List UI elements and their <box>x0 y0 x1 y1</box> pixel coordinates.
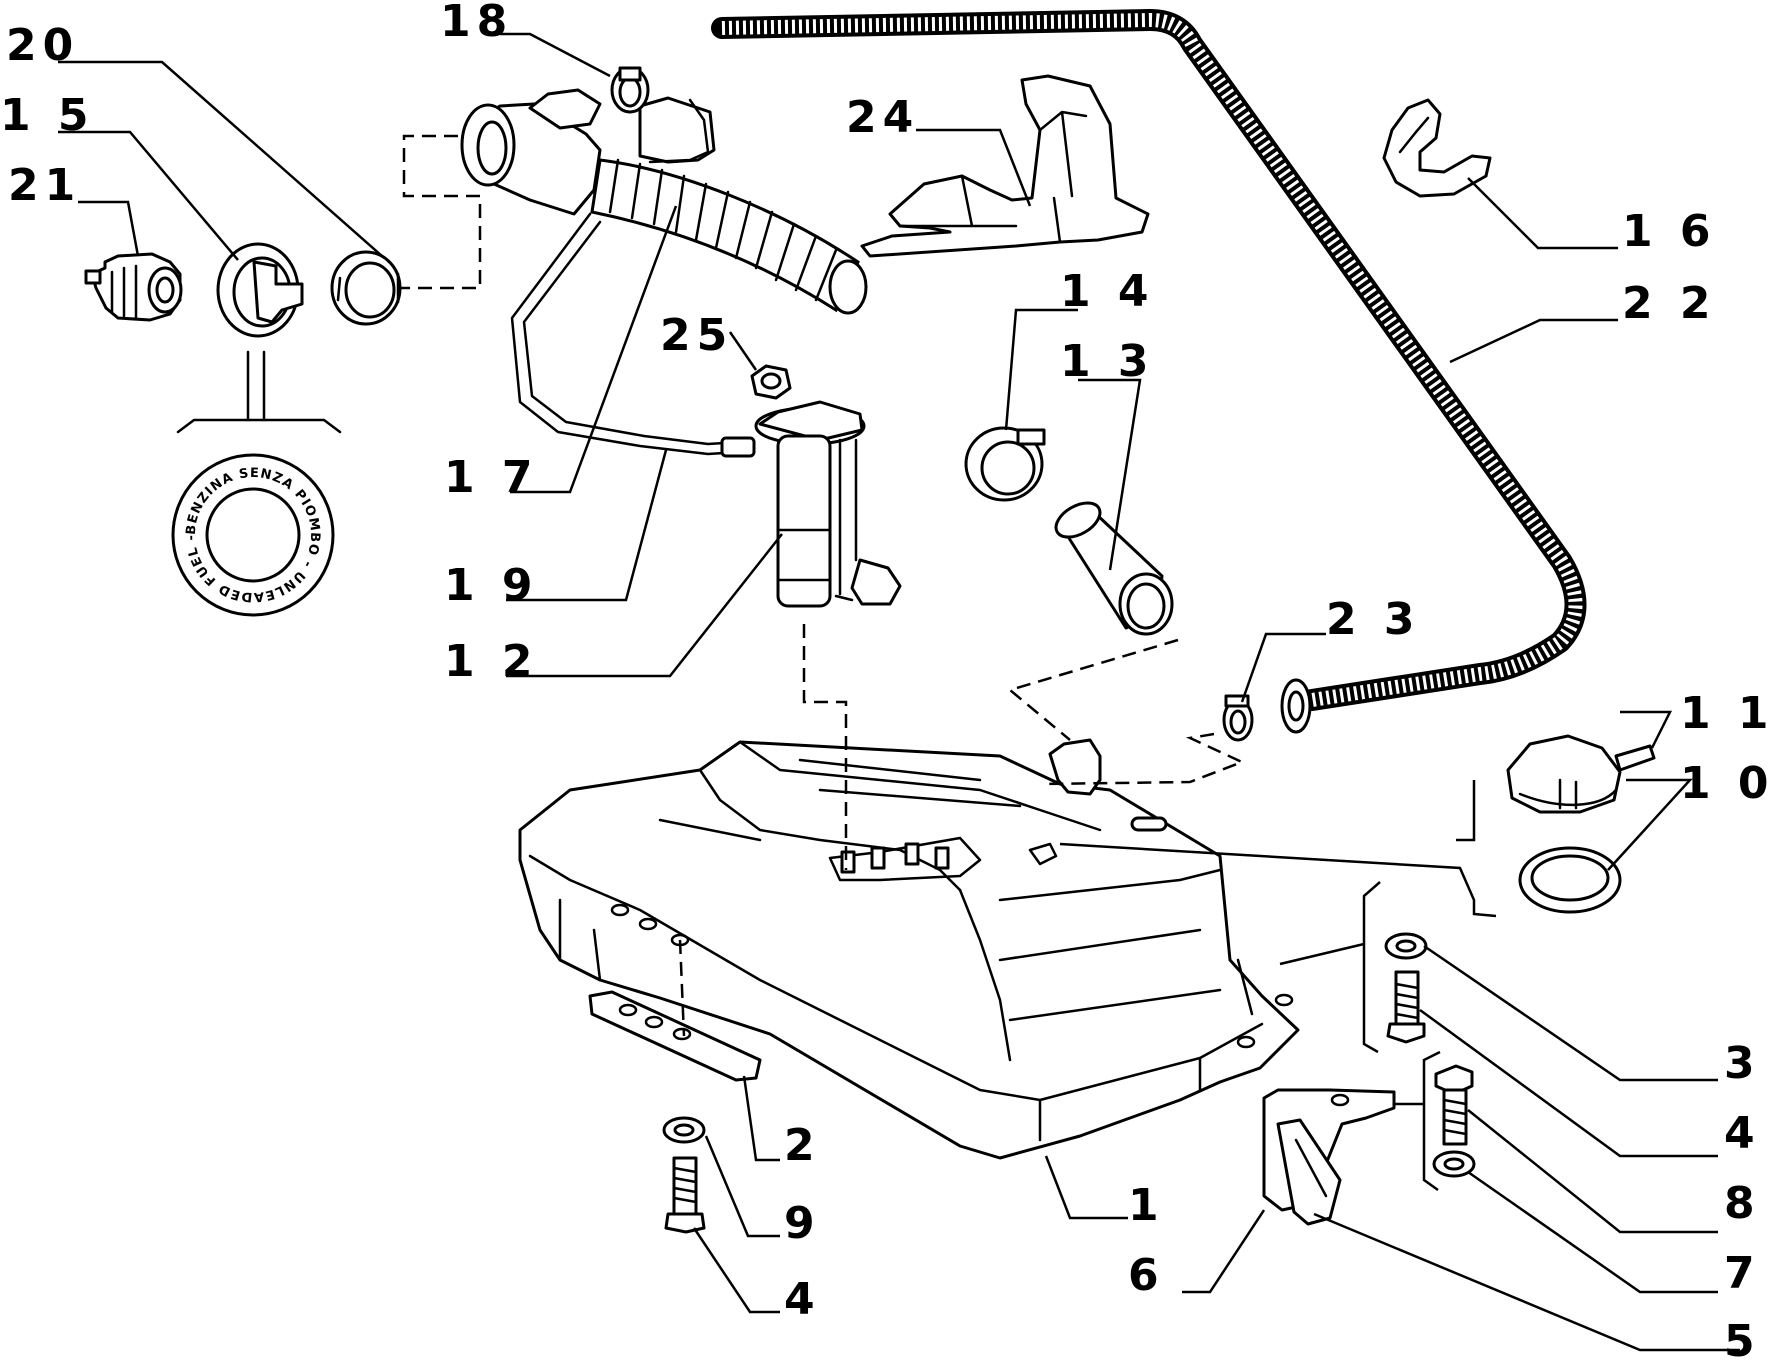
brace-lines <box>1059 780 1497 1192</box>
callout-10: 1 0 <box>1680 758 1775 809</box>
callout-20: 20 <box>6 20 79 71</box>
callout-12: 1 2 <box>444 636 539 687</box>
callout-4-right: 4 <box>1724 1108 1761 1159</box>
callout-24: 24 <box>846 92 919 143</box>
callout-9: 9 <box>784 1198 821 1249</box>
part-13-sleeve <box>1054 501 1174 636</box>
callout-4-left: 4 <box>784 1274 821 1325</box>
part-16-hose-clip <box>1382 98 1492 198</box>
callout-17: 1 7 <box>444 452 539 503</box>
callout-8: 8 <box>1724 1178 1761 1229</box>
part-9-washer-left <box>662 1116 706 1144</box>
part-14-clamp <box>964 426 1046 502</box>
part-4-bolt-right <box>1386 970 1426 1044</box>
callout-3: 3 <box>1724 1038 1761 1089</box>
callout-18: 18 <box>440 0 513 47</box>
callout-1: 1 <box>1128 1180 1165 1231</box>
leader-lines <box>58 32 1740 1352</box>
part-22-vent-hose <box>711 9 1587 734</box>
callout-7: 7 <box>1724 1248 1761 1299</box>
callout-11: 1 1 <box>1680 688 1775 739</box>
part-11-cap <box>1506 734 1656 814</box>
part-2-support-plate <box>588 990 762 1082</box>
part-3-washer-right <box>1384 932 1428 960</box>
part-7-washer <box>1432 1150 1476 1178</box>
assembly-lines <box>398 134 1246 1037</box>
part-15-bayonet-ring <box>216 242 304 338</box>
callout-14: 1 4 <box>1060 266 1155 317</box>
callout-6: 6 <box>1128 1250 1165 1301</box>
part-20-seal <box>330 250 402 326</box>
part-21-filler-insert <box>84 252 183 322</box>
part-23-hose-clamp <box>1222 694 1254 742</box>
callout-5: 5 <box>1724 1316 1761 1364</box>
callout-2: 2 <box>784 1120 821 1171</box>
part-18-clamp <box>610 66 650 114</box>
callout-23: 2 3 <box>1326 594 1421 645</box>
part-17-filler-pipe <box>460 88 868 315</box>
part-19-breather-tube <box>510 212 756 458</box>
part-1-fuel-tank <box>518 738 1300 1160</box>
callout-21: 21 <box>8 160 81 211</box>
part-5-bracket <box>1276 1118 1342 1226</box>
callout-25: 25 <box>660 310 733 361</box>
callout-13: 1 3 <box>1060 336 1155 387</box>
callout-22: 2 2 <box>1622 278 1717 329</box>
part-25-nut <box>750 364 792 400</box>
part-12-fuel-pump-sender <box>754 400 902 608</box>
part-24-support-bracket <box>860 74 1150 258</box>
callout-16: 1 6 <box>1622 206 1717 257</box>
part-10-gasket <box>1518 846 1622 914</box>
callout-19: 1 9 <box>444 560 539 611</box>
part-4-bolt-left <box>664 1156 706 1234</box>
callout-15: 1 5 <box>0 90 95 141</box>
part-8-bolt <box>1434 1064 1474 1146</box>
